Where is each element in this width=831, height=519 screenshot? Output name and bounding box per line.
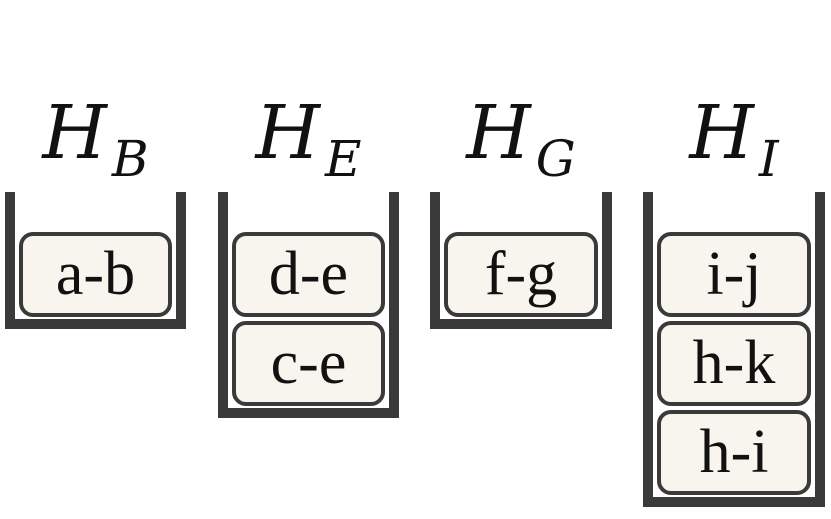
stack-label-subscript: E	[325, 130, 362, 188]
stack-label-main: H	[689, 90, 754, 176]
stack-container: d-e c-e	[218, 192, 399, 418]
stack-label-main: H	[466, 90, 531, 176]
stack-item: h-i	[657, 410, 811, 495]
stack-label-subscript: I	[758, 130, 779, 188]
stack-item: c-e	[232, 321, 385, 406]
stack-item: h-k	[657, 321, 811, 406]
stack-item: f-g	[444, 232, 598, 317]
stack-container: i-j h-k h-i	[643, 192, 825, 507]
stack-label-subscript: G	[535, 130, 576, 188]
stack-label-main: H	[42, 90, 107, 176]
stack-container: a-b	[5, 192, 186, 329]
stack-item: d-e	[232, 232, 385, 317]
stack-item: i-j	[657, 232, 811, 317]
stack-label-subscript: B	[111, 130, 149, 188]
stack-label-main: H	[255, 90, 320, 176]
stack-container: f-g	[430, 192, 612, 329]
stack-item: a-b	[19, 232, 172, 317]
